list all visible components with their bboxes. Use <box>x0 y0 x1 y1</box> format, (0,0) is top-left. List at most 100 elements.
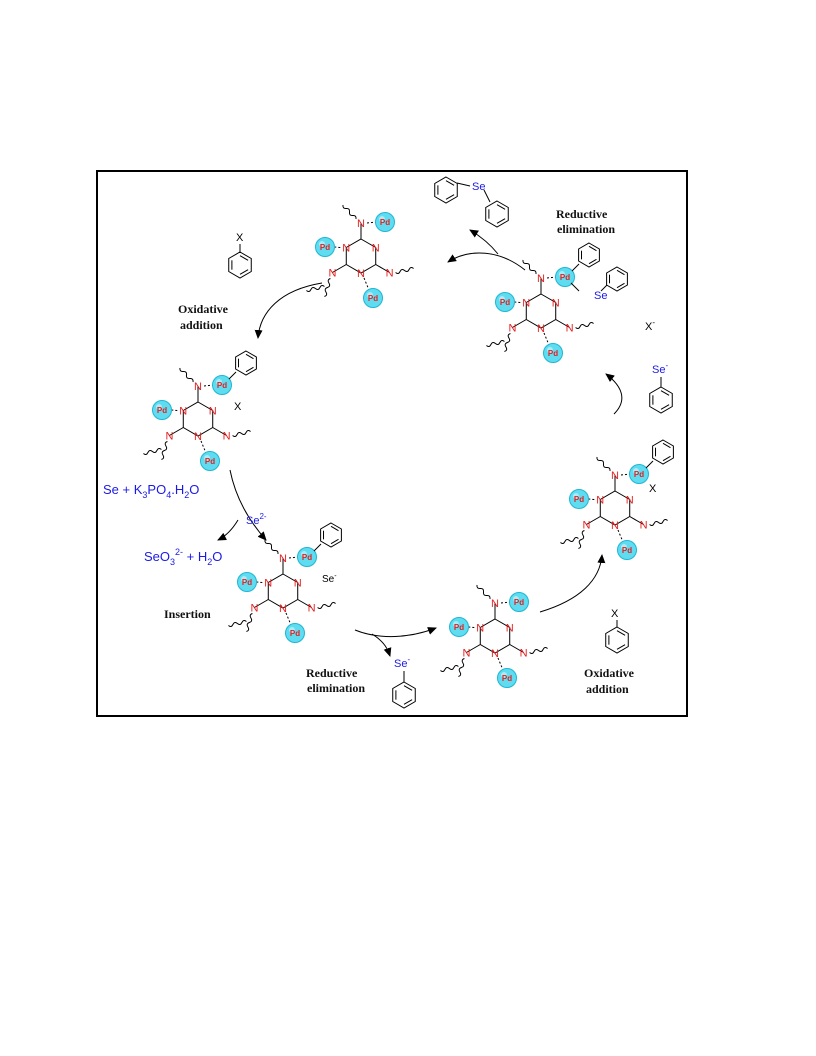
pd-center: Pd <box>363 288 383 308</box>
label-reductive-elimination-bottom-2: elimination <box>307 681 365 695</box>
pd-center: Pd <box>617 540 637 560</box>
amine-nitrogen: N <box>308 603 316 615</box>
pd-center: Pd <box>497 668 517 688</box>
pd-center: Pd <box>152 400 172 420</box>
pd-center: Pd <box>449 617 469 637</box>
pd-se-minus-insertion: Se- <box>322 573 337 585</box>
amine-nitrogen: N <box>386 268 394 280</box>
aryl-halide-left-ring <box>228 251 252 279</box>
amine-nitrogen: N <box>328 268 336 280</box>
phenylselenide-se-bottom: Se- <box>394 655 410 670</box>
label-reductive-elimination-bottom: Reductive <box>306 666 358 680</box>
svg-text:Pd: Pd <box>217 381 227 390</box>
svg-text:Pd: Pd <box>368 294 378 303</box>
label-oxidative-addition-left-2: addition <box>180 318 223 332</box>
amine-nitrogen: N <box>357 218 365 230</box>
svg-text:Pd: Pd <box>574 495 584 504</box>
phenylselenide-se-right: Se- <box>652 361 668 376</box>
svg-text:Pd: Pd <box>622 546 632 555</box>
svg-text:Pd: Pd <box>454 623 464 632</box>
arrow-se-anion-release <box>371 633 392 657</box>
svg-text:Pd: Pd <box>205 457 215 466</box>
amine-nitrogen: N <box>611 470 619 482</box>
label-oxidative-addition-bottom: Oxidative <box>584 666 635 680</box>
arrow-se-insertion-right <box>605 373 623 415</box>
ring-nitrogen: N <box>279 603 287 615</box>
amine-nitrogen: N <box>491 598 499 610</box>
phenylselenide-right-ring <box>649 386 673 414</box>
label-reductive-elimination-top: Reductive <box>556 207 608 221</box>
arrow-insertion <box>229 469 267 541</box>
phenyl-ring <box>320 522 342 548</box>
ring-nitrogen: N <box>357 268 365 280</box>
reagent-se2-minus: Se2- <box>246 512 267 527</box>
pd-x-left-complex: X <box>234 401 242 413</box>
svg-text:Pd: Pd <box>380 218 390 227</box>
label-insertion: Insertion <box>164 607 211 621</box>
arrow-oxidative-addition-left <box>254 282 323 339</box>
svg-text:Pd: Pd <box>548 349 558 358</box>
pd-center: Pd <box>555 267 575 287</box>
pd-center: Pd <box>200 451 220 471</box>
arrow-reductive-elimination-top <box>447 252 526 271</box>
svg-text:Pd: Pd <box>320 243 330 252</box>
ring-nitrogen: N <box>209 406 217 418</box>
ring-nitrogen: N <box>491 648 499 660</box>
svg-text:Pd: Pd <box>290 629 300 638</box>
ring-nitrogen: N <box>552 298 560 310</box>
pd-center: Pd <box>237 572 257 592</box>
diphenylselenide-ring-2 <box>485 200 509 228</box>
svg-text:Pd: Pd <box>514 598 524 607</box>
pd-center: Pd <box>569 489 589 509</box>
scheme-frame <box>96 170 688 717</box>
amine-nitrogen: N <box>165 431 173 443</box>
ring-nitrogen: N <box>476 623 484 635</box>
amine-nitrogen: N <box>279 553 287 565</box>
pd-center: Pd <box>509 592 529 612</box>
aryl-reagent-rings <box>228 176 673 709</box>
ring-nitrogen: N <box>537 323 545 335</box>
ring-nitrogen: N <box>596 495 604 507</box>
amine-nitrogen: N <box>508 323 516 335</box>
svg-text:Pd: Pd <box>634 470 644 479</box>
pd-center: Pd <box>315 237 335 257</box>
pd-center: Pd <box>495 292 515 312</box>
ring-nitrogen: N <box>506 623 514 635</box>
ring-nitrogen: N <box>194 431 202 443</box>
amine-nitrogen: N <box>250 603 258 615</box>
pd-center: Pd <box>285 623 305 643</box>
label-reductive-elimination-top-2: elimination <box>557 222 615 236</box>
phenyl-ring <box>235 350 257 376</box>
diphenylselenide-se: Se <box>472 181 485 193</box>
amine-nitrogen: N <box>640 520 648 532</box>
amine-nitrogen: N <box>537 273 545 285</box>
ring-nitrogen: N <box>626 495 634 507</box>
svg-text:Pd: Pd <box>502 674 512 683</box>
diphenylselenide-ring-1 <box>434 176 458 204</box>
amine-nitrogen: N <box>566 323 574 335</box>
svg-text:Pd: Pd <box>500 298 510 307</box>
ring-nitrogen: N <box>264 578 272 590</box>
ring-nitrogen: N <box>179 406 187 418</box>
amine-nitrogen: N <box>223 431 231 443</box>
svg-text:Pd: Pd <box>157 406 167 415</box>
aryl-halide-bottom-ring <box>605 626 629 654</box>
arrow-oxidative-addition-bottom <box>539 554 606 613</box>
aryl-halide-x-left: X <box>236 232 244 244</box>
bridging-se-top-right: Se <box>594 290 607 302</box>
phenyl-ring <box>578 242 600 268</box>
ring-nitrogen: N <box>294 578 302 590</box>
x-minus-counterion: X- <box>645 318 655 333</box>
svg-text:Pd: Pd <box>302 553 312 562</box>
ring-nitrogen: N <box>611 520 619 532</box>
svg-text:Pd: Pd <box>242 578 252 587</box>
svg-text:Pd: Pd <box>560 273 570 282</box>
arrow-diphenylselenide-release <box>469 229 499 255</box>
